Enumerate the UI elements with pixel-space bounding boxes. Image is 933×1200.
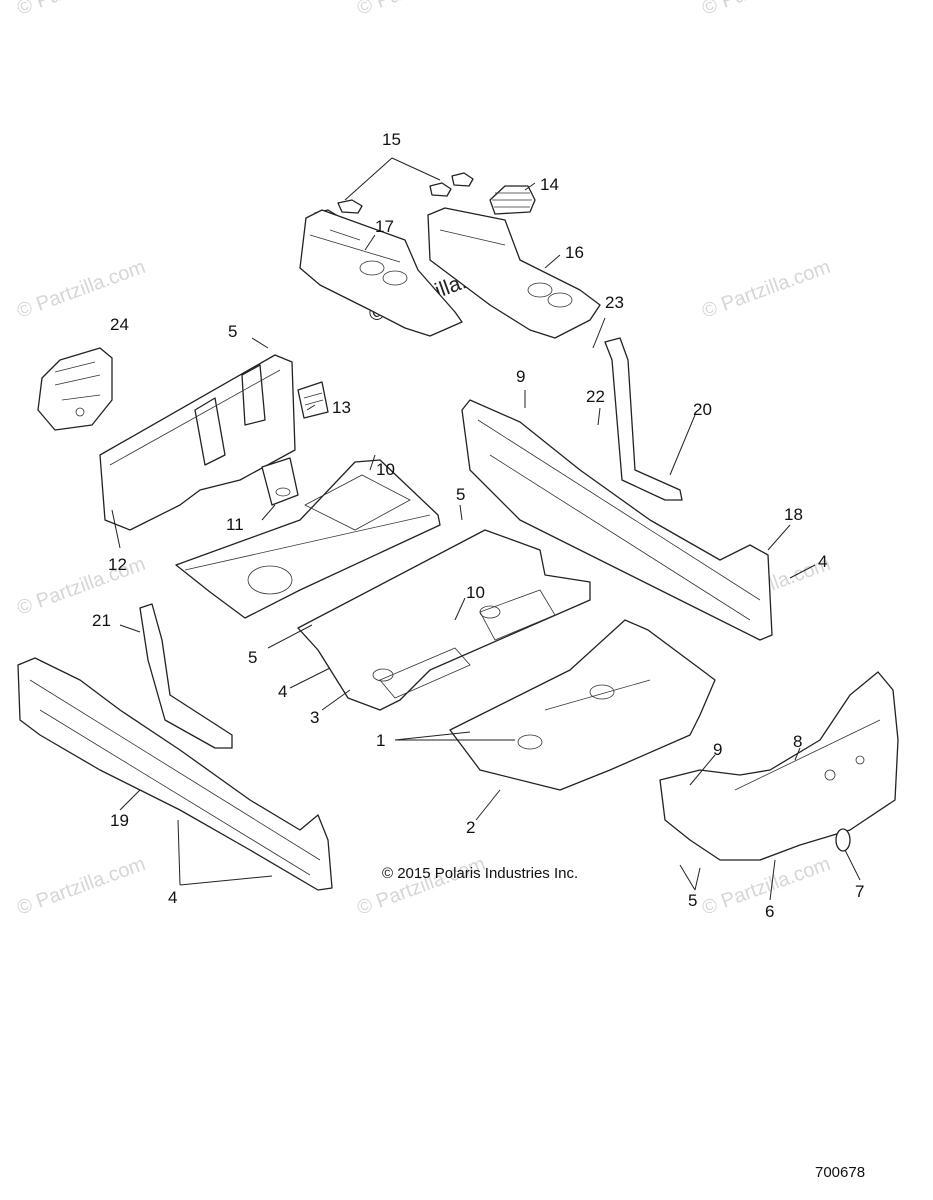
watermark: © Partzilla.com (14, 553, 148, 620)
watermark: © Partzilla.com (14, 256, 148, 323)
watermark: © Partzilla.com (14, 853, 148, 920)
callout-4-right: 4 (818, 552, 827, 571)
callout-7: 7 (855, 882, 864, 901)
part-20-post-right (604, 337, 683, 501)
part-10-rear-tray (175, 459, 441, 619)
callout-4-left: 4 (168, 888, 177, 907)
callout-19: 19 (110, 811, 129, 830)
part-11-panel (261, 457, 299, 506)
callout-22: 22 (586, 387, 605, 406)
part-7-grommet (835, 828, 851, 852)
part-24-cover (37, 347, 113, 431)
callout-11: 11 (226, 515, 244, 534)
part-16-console-right (427, 207, 601, 339)
watermark: © Partzilla.com (699, 256, 833, 323)
watermark: © Partzilla.com (354, 0, 488, 20)
callout-24: 24 (110, 315, 129, 334)
callout-5-top: 5 (228, 322, 237, 341)
part-21-post-left (139, 603, 233, 749)
callout-1: 1 (376, 731, 385, 750)
callout-21: 21 (92, 611, 111, 630)
callout-23: 23 (605, 293, 624, 312)
callout-20: 20 (693, 400, 712, 419)
callout-16: 16 (565, 243, 584, 262)
callout-6: 6 (765, 902, 774, 921)
copyright-notice: © 2015 Polaris Industries Inc. (382, 865, 578, 882)
callout-3: 3 (310, 708, 319, 727)
part-3-floor (297, 529, 591, 711)
document-number: 700678 (815, 1164, 865, 1181)
part-19-rocker-left (17, 657, 333, 891)
callout-2: 2 (466, 818, 475, 837)
callout-14: 14 (540, 175, 559, 194)
callout-5-mid: 5 (456, 485, 465, 504)
callout-labels: 15 14 17 16 23 24 5 13 9 22 20 10 5 18 4… (92, 130, 864, 921)
part-8-front-bulkhead (659, 671, 899, 861)
callout-9-upper: 9 (516, 367, 525, 386)
callout-10-upper: 10 (376, 460, 395, 479)
callout-15: 15 (382, 130, 401, 149)
part-14-shift-boot (489, 185, 536, 215)
part-18-rocker-right (461, 399, 773, 641)
callout-12: 12 (108, 555, 127, 574)
callout-5-left: 5 (248, 648, 257, 667)
callout-4-mid: 4 (278, 682, 287, 701)
callout-9-lower: 9 (713, 740, 722, 759)
leader-lines (111, 157, 861, 901)
part-12-bulkhead (99, 354, 296, 531)
watermark: © Partzilla.com (699, 0, 833, 20)
part-17-console-left (299, 209, 463, 337)
callout-10-lower: 10 (466, 583, 485, 602)
callout-18: 18 (784, 505, 803, 524)
part-13-panel (297, 381, 329, 419)
watermark: © Partzilla.com (354, 853, 488, 920)
callout-17: 17 (375, 217, 394, 236)
callout-5-right: 5 (688, 891, 697, 910)
callout-13: 13 (332, 398, 351, 417)
watermark: © Partzilla.com (14, 0, 148, 20)
part-2-floor-front (449, 619, 716, 791)
callout-8: 8 (793, 732, 802, 751)
